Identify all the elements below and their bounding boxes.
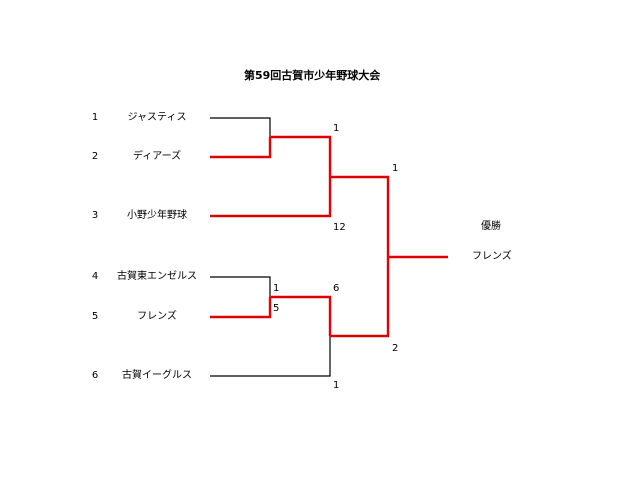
seed-number: 4 — [91, 271, 99, 282]
lower-finalist-line — [330, 257, 390, 338]
match-score: 12 — [333, 222, 346, 233]
champion-label: 優勝 — [481, 221, 501, 232]
match-score: 1 — [273, 283, 280, 294]
seed-number: 1 — [91, 112, 99, 123]
team-name: ディアーズ — [132, 151, 182, 162]
team1-line — [210, 117, 271, 137]
match-score: 1 — [392, 163, 399, 174]
team-name: ジャスティス — [127, 112, 187, 123]
team2-line — [210, 137, 272, 159]
match3-winner-line — [270, 295, 332, 336]
upper-finalist-line — [330, 175, 390, 257]
seed-number: 5 — [91, 311, 99, 322]
match-score: 1 — [333, 123, 340, 134]
champion-name: フレンズ — [472, 251, 512, 262]
team-name: 古賀東エンゼルス — [117, 271, 197, 282]
match1-winner-line — [270, 135, 332, 177]
team6-line — [210, 336, 331, 377]
seed-number: 3 — [91, 210, 99, 221]
seed-number: 6 — [91, 370, 99, 381]
team-name: 小野少年野球 — [127, 210, 187, 221]
team3-line — [210, 177, 332, 218]
match-score: 1 — [333, 380, 340, 391]
match-score: 5 — [273, 303, 280, 314]
team-name: フレンズ — [137, 311, 177, 322]
match-score: 6 — [333, 283, 340, 294]
seed-number: 2 — [91, 151, 99, 162]
team4-line — [210, 276, 271, 297]
team-name: 古賀イーグルス — [122, 370, 192, 381]
tournament-title: 第59回古賀市少年野球大会 — [244, 69, 381, 82]
match-score: 2 — [392, 343, 399, 354]
team5-line — [210, 297, 272, 319]
